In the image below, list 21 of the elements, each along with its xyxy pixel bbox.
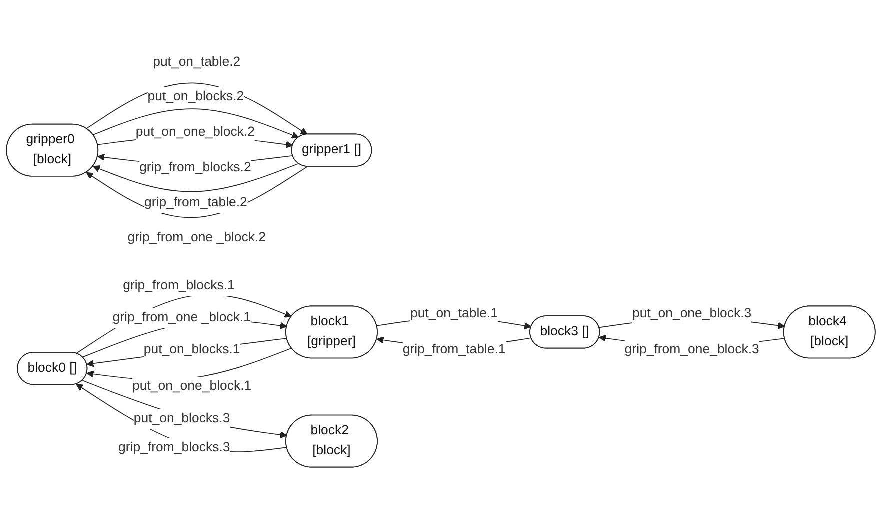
edge-label: put_on_blocks.3 [134, 412, 230, 426]
edge-label: put_on_blocks.1 [144, 342, 240, 358]
edge-label: put_on_one_block.1 [132, 379, 252, 394]
edge-label: grip_from_one_block.3 [624, 342, 760, 357]
edge-label: put_on_one_block.3 [632, 306, 752, 321]
edge-label: grip_from_one _block.1 [112, 310, 252, 325]
edge-label: grip_from_blocks.3 [118, 440, 230, 455]
edge-label: put_on_blocks.2 [148, 90, 244, 104]
edge-label: grip_from_blocks.2 [140, 160, 252, 175]
arrow [82, 380, 288, 439]
edge-label: put_on_table.2 [153, 55, 241, 70]
arrow [92, 108, 300, 139]
edge-label: put_on_one_block.2 [136, 125, 255, 140]
edge-label: grip_from_table.1 [402, 342, 506, 357]
arrow [92, 163, 300, 192]
edge-label: grip_from_table.2 [144, 196, 248, 210]
arrow [76, 384, 288, 452]
edge-label: grip_from_one _block.2 [128, 230, 266, 245]
edge-label: put_on_table.1 [410, 306, 498, 321]
arrow [86, 338, 288, 368]
edge-label: grip_from_blocks.1 [123, 278, 235, 293]
